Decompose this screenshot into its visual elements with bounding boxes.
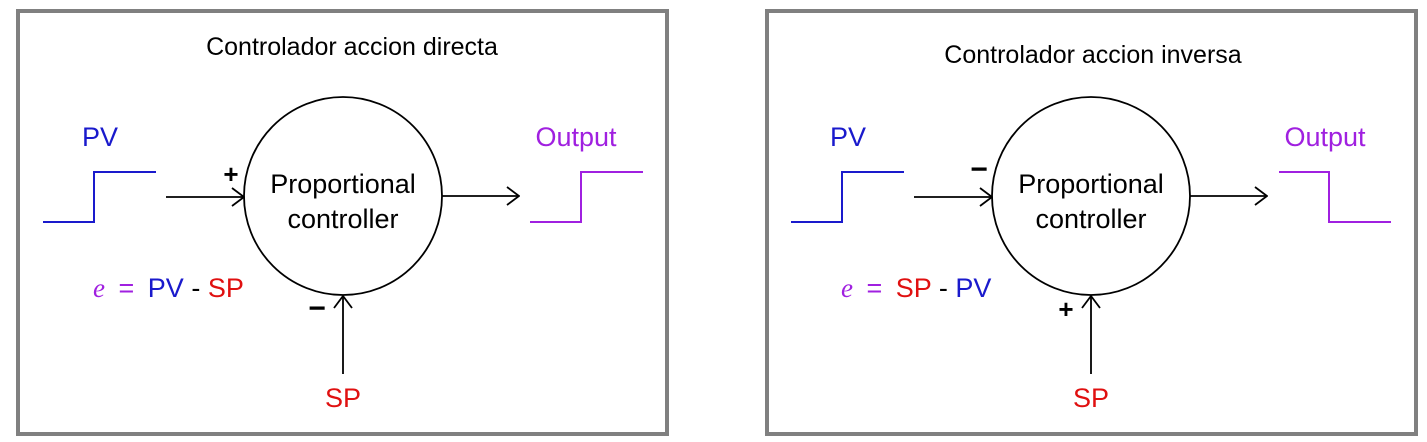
pv-step-signal bbox=[43, 171, 156, 223]
block-label-line2: controller bbox=[287, 204, 398, 234]
pv-sign: + bbox=[223, 159, 238, 189]
panel-title: Controlador accion inversa bbox=[944, 41, 1241, 69]
sp-sign: + bbox=[1058, 294, 1073, 324]
panel-frame bbox=[16, 9, 669, 436]
error-term-2: SP bbox=[208, 273, 244, 303]
panel-title: Controlador accion directa bbox=[206, 33, 498, 61]
panel-direct-action: Controlador accion directa PV + Proporti… bbox=[16, 9, 669, 436]
error-term-1: SP bbox=[896, 273, 932, 303]
output-label: Output bbox=[1284, 122, 1366, 152]
output-step-signal bbox=[1279, 171, 1391, 223]
sp-label: SP bbox=[325, 383, 361, 413]
block-label-line2: controller bbox=[1035, 204, 1146, 234]
error-operator: - bbox=[191, 273, 200, 303]
sp-label: SP bbox=[1073, 383, 1109, 413]
error-equals: = bbox=[867, 273, 883, 303]
error-equation: e = SP - PV bbox=[841, 273, 991, 303]
block-label-line1: Proportional bbox=[270, 169, 416, 199]
error-operator: - bbox=[939, 273, 948, 303]
error-variable: e bbox=[841, 273, 853, 303]
error-equals: = bbox=[119, 273, 135, 303]
pv-label: PV bbox=[830, 122, 866, 152]
panel-reverse-action: Controlador accion inversa PV − Proporti… bbox=[765, 9, 1418, 436]
output-label: Output bbox=[535, 122, 617, 152]
block-label-line1: Proportional bbox=[1018, 169, 1164, 199]
pv-sign: − bbox=[970, 153, 988, 186]
panel-frame bbox=[765, 9, 1418, 436]
sp-sign: − bbox=[308, 292, 326, 325]
error-term-1: PV bbox=[148, 273, 184, 303]
output-step-signal bbox=[530, 171, 643, 223]
error-variable: e bbox=[93, 273, 105, 303]
error-term-2: PV bbox=[955, 273, 991, 303]
pv-label: PV bbox=[82, 122, 118, 152]
pv-step-signal bbox=[791, 171, 904, 223]
error-equation: e = PV - SP bbox=[93, 273, 244, 303]
